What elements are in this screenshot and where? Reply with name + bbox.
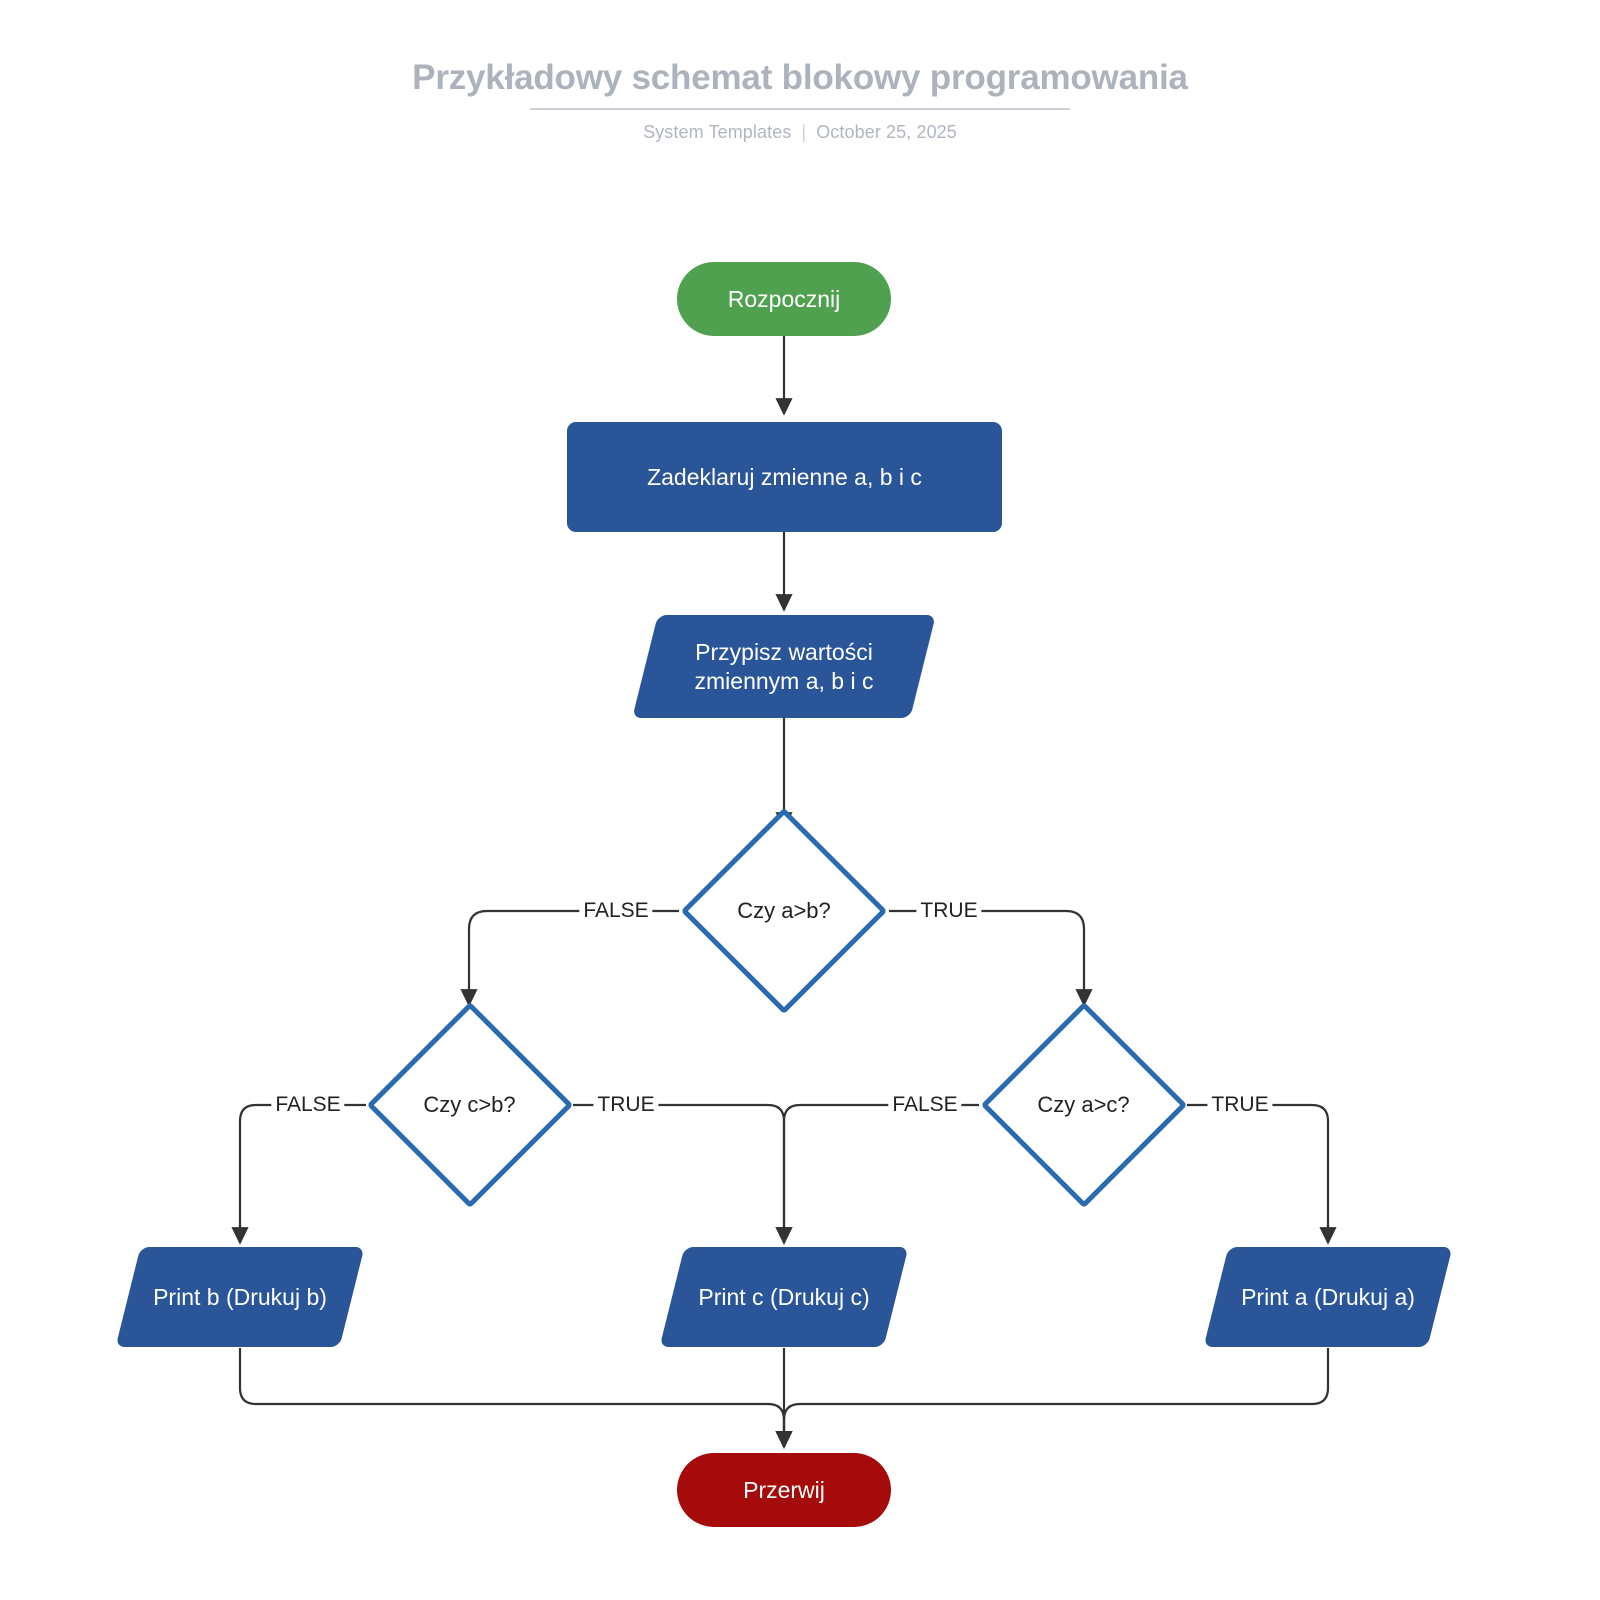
edge-label-d1-true: TRUE [916,899,982,923]
edge-d2-true-pc [573,1103,793,1245]
page-title: Przykładowy schemat blokowy programowani… [412,58,1188,97]
node-decision-a-gt-c-label: Czy a>c? [1037,1092,1130,1118]
title-divider [530,108,1070,111]
edge-label-d3-false: FALSE [888,1093,962,1117]
node-decision-a-gt-c[interactable]: Czy a>c? [980,1001,1187,1209]
edge-pa-end [775,1348,1330,1449]
edge-d3-false-pc [775,1103,979,1245]
node-print-b[interactable]: Print b (Drukuj b) [115,1247,365,1347]
node-decision-c-gt-b-label: Czy c>b? [423,1092,516,1118]
edge-label-d3-true: TRUE [1207,1093,1273,1117]
subtitle-separator: | [801,122,807,143]
document-header: Przykładowy schemat blokowy programowani… [0,0,1600,143]
node-assign-values-line1: Przypisz wartości [695,638,873,665]
document-subtitle: System Templates | October 25, 2025 [0,110,1600,143]
edge-label-d2-false: FALSE [271,1093,345,1117]
node-print-c-label: Print c (Drukuj c) [698,1283,870,1310]
edge-label-d2-true: TRUE [593,1093,659,1117]
edge-d1-false-d2 [460,909,679,1007]
node-decision-a-gt-b[interactable]: Czy a>b? [679,807,889,1015]
subtitle-source: System Templates [643,122,792,143]
edge-label-d1-false: FALSE [579,899,653,923]
node-assign-values[interactable]: Przypisz wartości zmiennym a, b i c [632,615,936,718]
node-print-a-label: Print a (Drukuj a) [1241,1283,1415,1310]
edge-d1-true-d3 [889,909,1093,1007]
edge-pb-end [238,1348,793,1449]
node-start-label: Rozpocznij [727,285,841,312]
node-end-label: Przerwij [743,1476,825,1503]
edge-d3-true-pa [1187,1103,1337,1245]
node-print-b-label: Print b (Drukuj b) [153,1283,327,1310]
subtitle-date: October 25, 2025 [816,122,957,143]
node-start[interactable]: Rozpocznij [677,262,891,336]
node-assign-values-label: Przypisz wartości zmiennym a, b i c [695,638,874,696]
node-end[interactable]: Przerwij [677,1453,891,1527]
node-print-c[interactable]: Print c (Drukuj c) [659,1247,909,1347]
node-declare-variables[interactable]: Zadeklaruj zmienne a, b i c [567,422,1002,532]
node-assign-values-line2: zmiennym a, b i c [694,667,874,694]
node-decision-c-gt-b[interactable]: Czy c>b? [366,1001,573,1209]
node-declare-variables-label: Zadeklaruj zmienne a, b i c [647,463,922,490]
node-print-a[interactable]: Print a (Drukuj a) [1203,1247,1453,1347]
node-decision-a-gt-b-label: Czy a>b? [737,898,831,924]
edge-d2-false-pb [231,1103,366,1245]
